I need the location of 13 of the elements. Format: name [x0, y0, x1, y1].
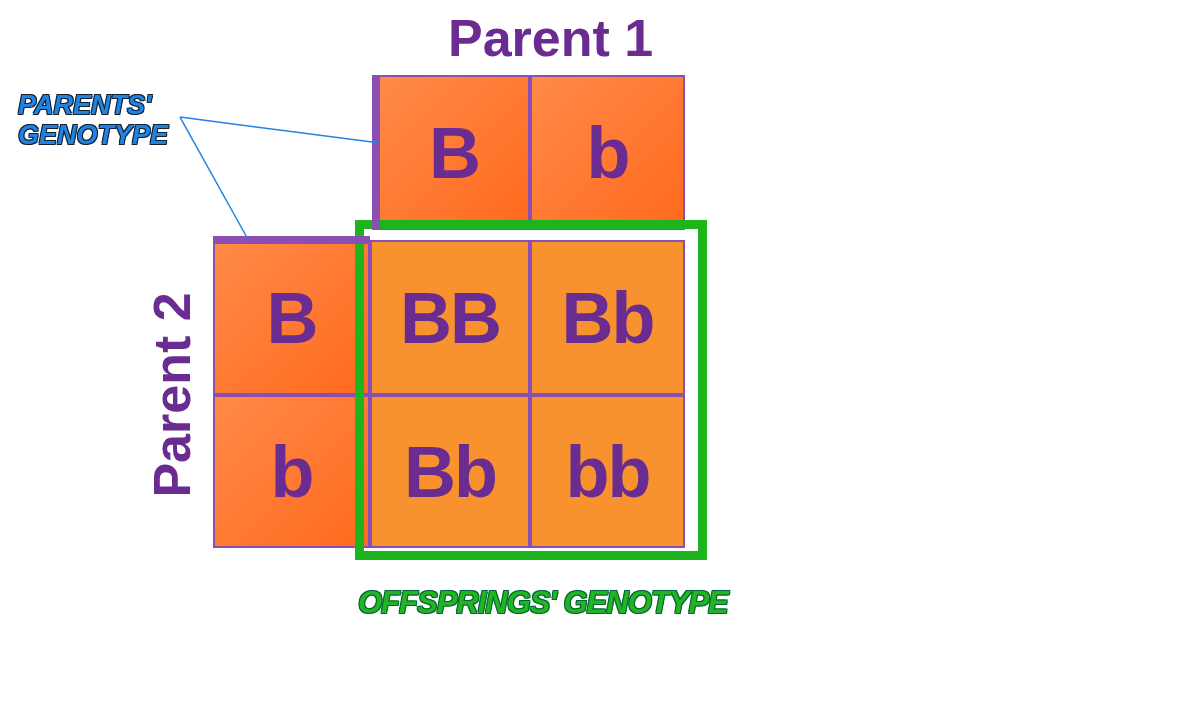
allele-cell: b — [530, 75, 685, 230]
allele-cell: b — [213, 395, 370, 548]
genotype-cell: Bb — [370, 395, 530, 548]
genotype-cell: bb — [530, 395, 685, 548]
leader-line — [179, 116, 379, 144]
callout-text: PARENTS' GENOTYPE — [18, 82, 180, 160]
genotype-cell: BB — [370, 240, 530, 395]
parent-label: Parent 1 — [448, 8, 654, 68]
allele-cell: B — [378, 75, 530, 230]
leader-line — [179, 116, 250, 241]
genotype-cell: Bb — [530, 240, 685, 395]
parent-label: Parent 2 — [142, 292, 202, 498]
frame-label: OFFSPRINGS' GENOTYPE — [358, 585, 728, 621]
